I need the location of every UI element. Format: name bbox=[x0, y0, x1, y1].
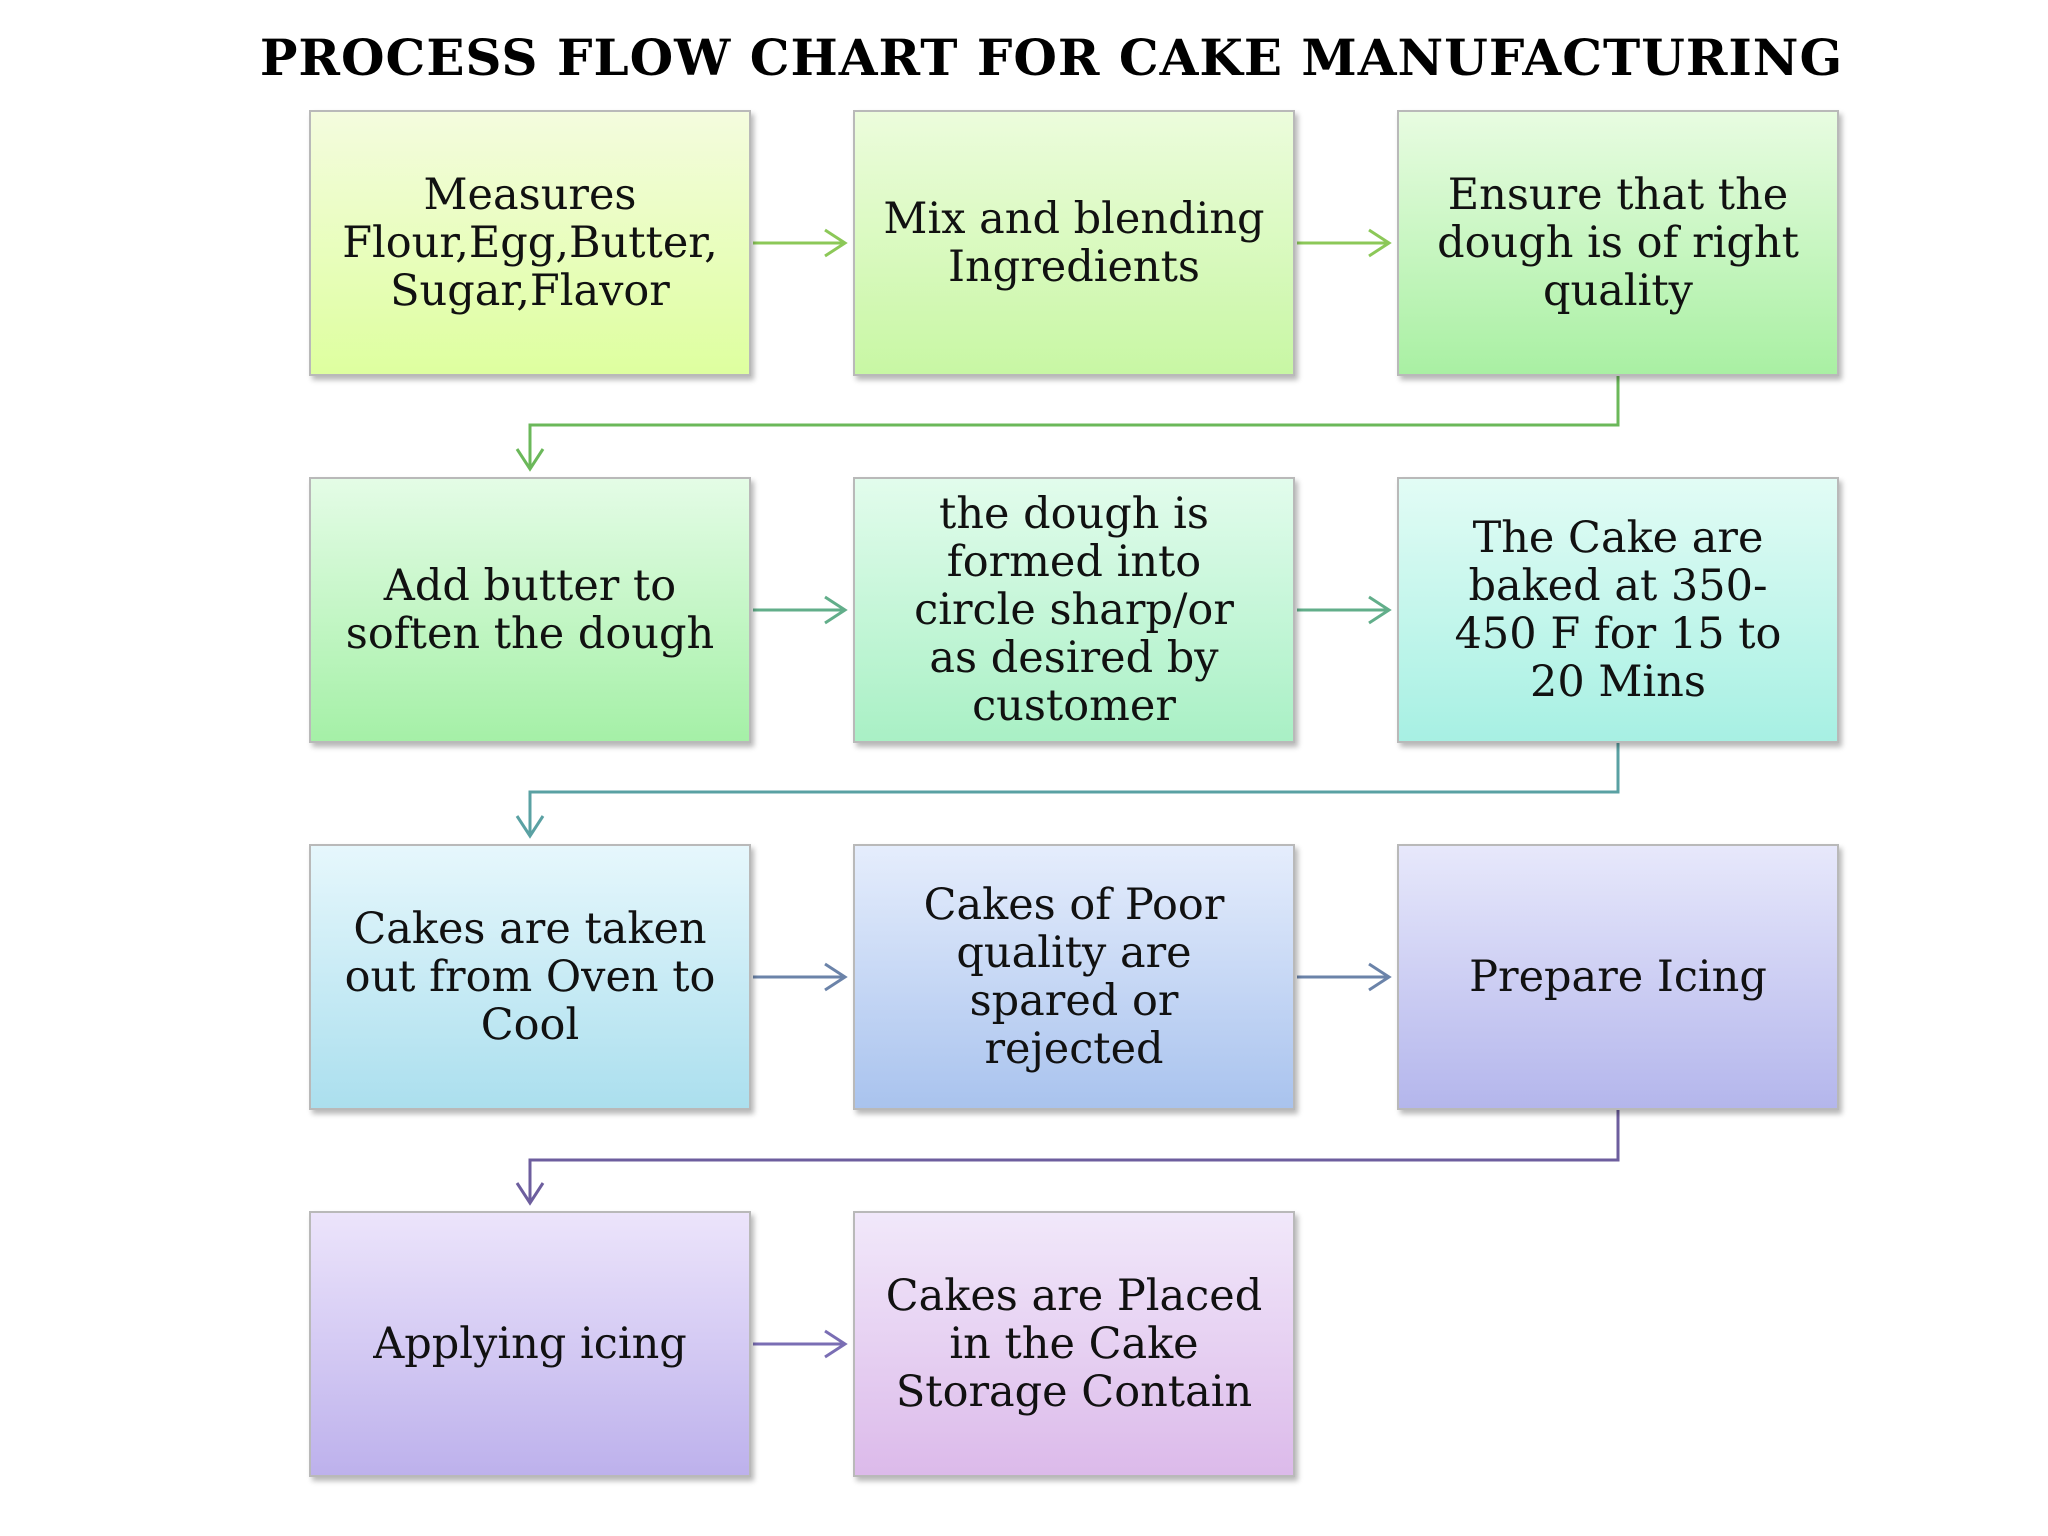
step-cool: Cakes are taken out from Oven to Cool bbox=[309, 844, 751, 1110]
step-label: Cakes of Poor quality are spared or reje… bbox=[923, 880, 1225, 1074]
step-storage: Cakes are Placed in the Cake Storage Con… bbox=[853, 1211, 1295, 1477]
arrow-7-to-8 bbox=[753, 962, 848, 992]
step-label: Mix and blending Ingredients bbox=[883, 194, 1265, 292]
step-label: Prepare Icing bbox=[1469, 952, 1767, 1002]
step-label: the dough is formed into circle sharp/or… bbox=[914, 489, 1234, 731]
step-prepare-icing: Prepare Icing bbox=[1397, 844, 1839, 1110]
step-check-dough-quality: Ensure that the dough is of right qualit… bbox=[1397, 110, 1839, 376]
step-label: Add butter to soften the dough bbox=[345, 561, 715, 659]
step-mix-blend: Mix and blending Ingredients bbox=[853, 110, 1295, 376]
step-label: Measures Flour,Egg,Butter, Sugar,Flavor bbox=[342, 170, 718, 316]
step-label: Ensure that the dough is of right qualit… bbox=[1437, 170, 1799, 316]
step-label: Cakes are taken out from Oven to Cool bbox=[344, 904, 716, 1050]
connector-3-to-4 bbox=[515, 376, 1620, 472]
arrow-2-to-3 bbox=[1297, 228, 1392, 258]
connector-6-to-7 bbox=[515, 743, 1620, 839]
step-measure-ingredients: Measures Flour,Egg,Butter, Sugar,Flavor bbox=[309, 110, 751, 376]
arrow-5-to-6 bbox=[1297, 595, 1392, 625]
diagram-title: PROCESS FLOW CHART FOR CAKE MANUFACTURIN… bbox=[259, 28, 1844, 87]
step-label: The Cake are baked at 350- 450 F for 15 … bbox=[1454, 513, 1782, 707]
arrow-4-to-5 bbox=[753, 595, 848, 625]
step-reject-poor-quality: Cakes of Poor quality are spared or reje… bbox=[853, 844, 1295, 1110]
step-apply-icing: Applying icing bbox=[309, 1211, 751, 1477]
arrow-1-to-2 bbox=[753, 228, 848, 258]
step-label: Cakes are Placed in the Cake Storage Con… bbox=[885, 1271, 1263, 1417]
step-label: Applying icing bbox=[373, 1319, 687, 1369]
step-bake: The Cake are baked at 350- 450 F for 15 … bbox=[1397, 477, 1839, 743]
arrow-10-to-11 bbox=[753, 1329, 848, 1359]
step-add-butter: Add butter to soften the dough bbox=[309, 477, 751, 743]
arrow-8-to-9 bbox=[1297, 962, 1392, 992]
step-form-dough: the dough is formed into circle sharp/or… bbox=[853, 477, 1295, 743]
connector-9-to-10 bbox=[515, 1110, 1620, 1206]
